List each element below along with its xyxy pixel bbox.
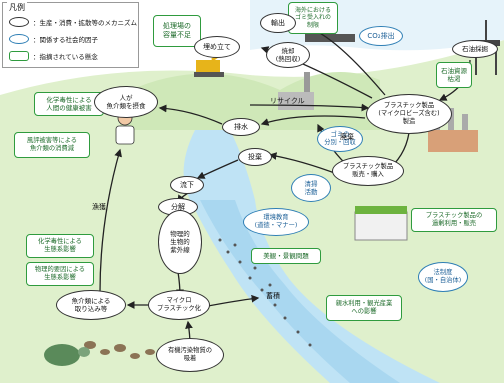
legend-item-concern: ：指摘されている懸念 bbox=[9, 51, 98, 61]
concern-resource-depletion: 石油資源 枯渇 bbox=[436, 62, 472, 88]
legend-swatch-blue-ellipse bbox=[9, 34, 29, 44]
mech-oil-mining: 石油採掘 bbox=[452, 40, 498, 58]
legend-label-social: ：関係する社会的因子 bbox=[33, 36, 98, 44]
label-accumulation: 蓄積 bbox=[266, 292, 280, 300]
arrow-dumping-to-runoff bbox=[196, 159, 239, 179]
legend: 凡例 ：生産・消費・拡散等のメカニズム ：関係する社会的因子 ：指摘されている懸… bbox=[2, 2, 139, 68]
label-fishing: 漁獲 bbox=[92, 203, 106, 211]
legend-title: 凡例 bbox=[7, 2, 27, 13]
mech-sales-purchase: プラスチック製品 販売・購入 bbox=[332, 156, 404, 186]
concern-chem-health: 化学毒性による 人間の健康被害 bbox=[34, 92, 104, 116]
turtle-illustration bbox=[44, 344, 90, 366]
label-disposal: 廃棄 bbox=[340, 133, 354, 141]
social-co2: CO₂排出 bbox=[359, 26, 403, 46]
mech-plastic-products: プラスチック製品 (マイクロビーズ含む) 製造 bbox=[366, 94, 452, 134]
concern-eco-physical: 物理的要因による 生態系影響 bbox=[26, 262, 94, 286]
mech-drainage: 排水 bbox=[222, 118, 260, 136]
river-shade bbox=[200, 200, 400, 383]
arrow-recycle bbox=[249, 103, 370, 112]
mech-human-fish: 人が 魚介類を摂食 bbox=[94, 86, 158, 118]
concern-eco-chem: 化学毒性による 生態系影響 bbox=[26, 234, 94, 258]
arrow-drain-to-human bbox=[158, 104, 223, 125]
mech-fish-intake: 魚介類による 取り込み等 bbox=[56, 290, 126, 320]
legend-item-mechanism: ：生産・消費・拡散等のメカニズム bbox=[9, 17, 137, 27]
mech-adsorption: 有機汚染物質の 吸着 bbox=[156, 338, 224, 372]
mech-dumping: 投棄 bbox=[238, 148, 272, 166]
concern-rumor: 風評被害等による 魚介類の消費減 bbox=[14, 132, 90, 158]
legend-swatch-green-box bbox=[9, 51, 29, 61]
mech-export: 輸出 bbox=[260, 13, 296, 33]
mech-microplastic: マイクロ プラスチック化 bbox=[148, 290, 210, 320]
legend-label-concern: ：指摘されている懸念 bbox=[33, 53, 98, 61]
shop-illustration bbox=[354, 206, 408, 241]
social-env-education: 環境教育 (道徳・マナー) bbox=[243, 208, 309, 236]
concern-tourism: 親水利用・観光産業 への影響 bbox=[326, 295, 402, 321]
arrow-products-to-drain bbox=[260, 115, 366, 126]
concern-overseas-restriction: 海外における ゴミ受入れの 制限 bbox=[288, 2, 338, 34]
mech-landfill: 埋め立て bbox=[194, 36, 240, 58]
legend-label-mechanism: ：生産・消費・拡散等のメカニズム bbox=[33, 19, 137, 27]
social-waste-separation: ゴミの 分別・回収 bbox=[317, 126, 363, 152]
concern-overproduction: プラスチック製品の 過剰利用・販売 bbox=[411, 208, 497, 232]
mech-decomp-factors: 物理的 生物的 紫外線 bbox=[158, 210, 202, 274]
label-recycle: リサイクル bbox=[270, 97, 305, 105]
legend-item-social: ：関係する社会的因子 bbox=[9, 34, 98, 44]
plastic-debris bbox=[218, 238, 312, 347]
legend-swatch-black-ellipse bbox=[9, 17, 29, 27]
concern-aesthetics: 美観・景観問題 bbox=[251, 248, 321, 264]
social-law: 法制度 (国・自治体) bbox=[418, 262, 468, 292]
mech-incineration: 焼却 (熱回収) bbox=[266, 42, 310, 68]
arrow-fish-to-human bbox=[99, 148, 122, 293]
social-cleanup: 清掃 活動 bbox=[291, 174, 331, 202]
seabed-stones bbox=[84, 341, 155, 359]
river bbox=[183, 130, 441, 383]
concern-landfill-capacity: 処理場の 容量不足 bbox=[153, 15, 201, 47]
mech-runoff: 流下 bbox=[170, 176, 204, 194]
arrow-micro-accumulation bbox=[207, 294, 260, 307]
